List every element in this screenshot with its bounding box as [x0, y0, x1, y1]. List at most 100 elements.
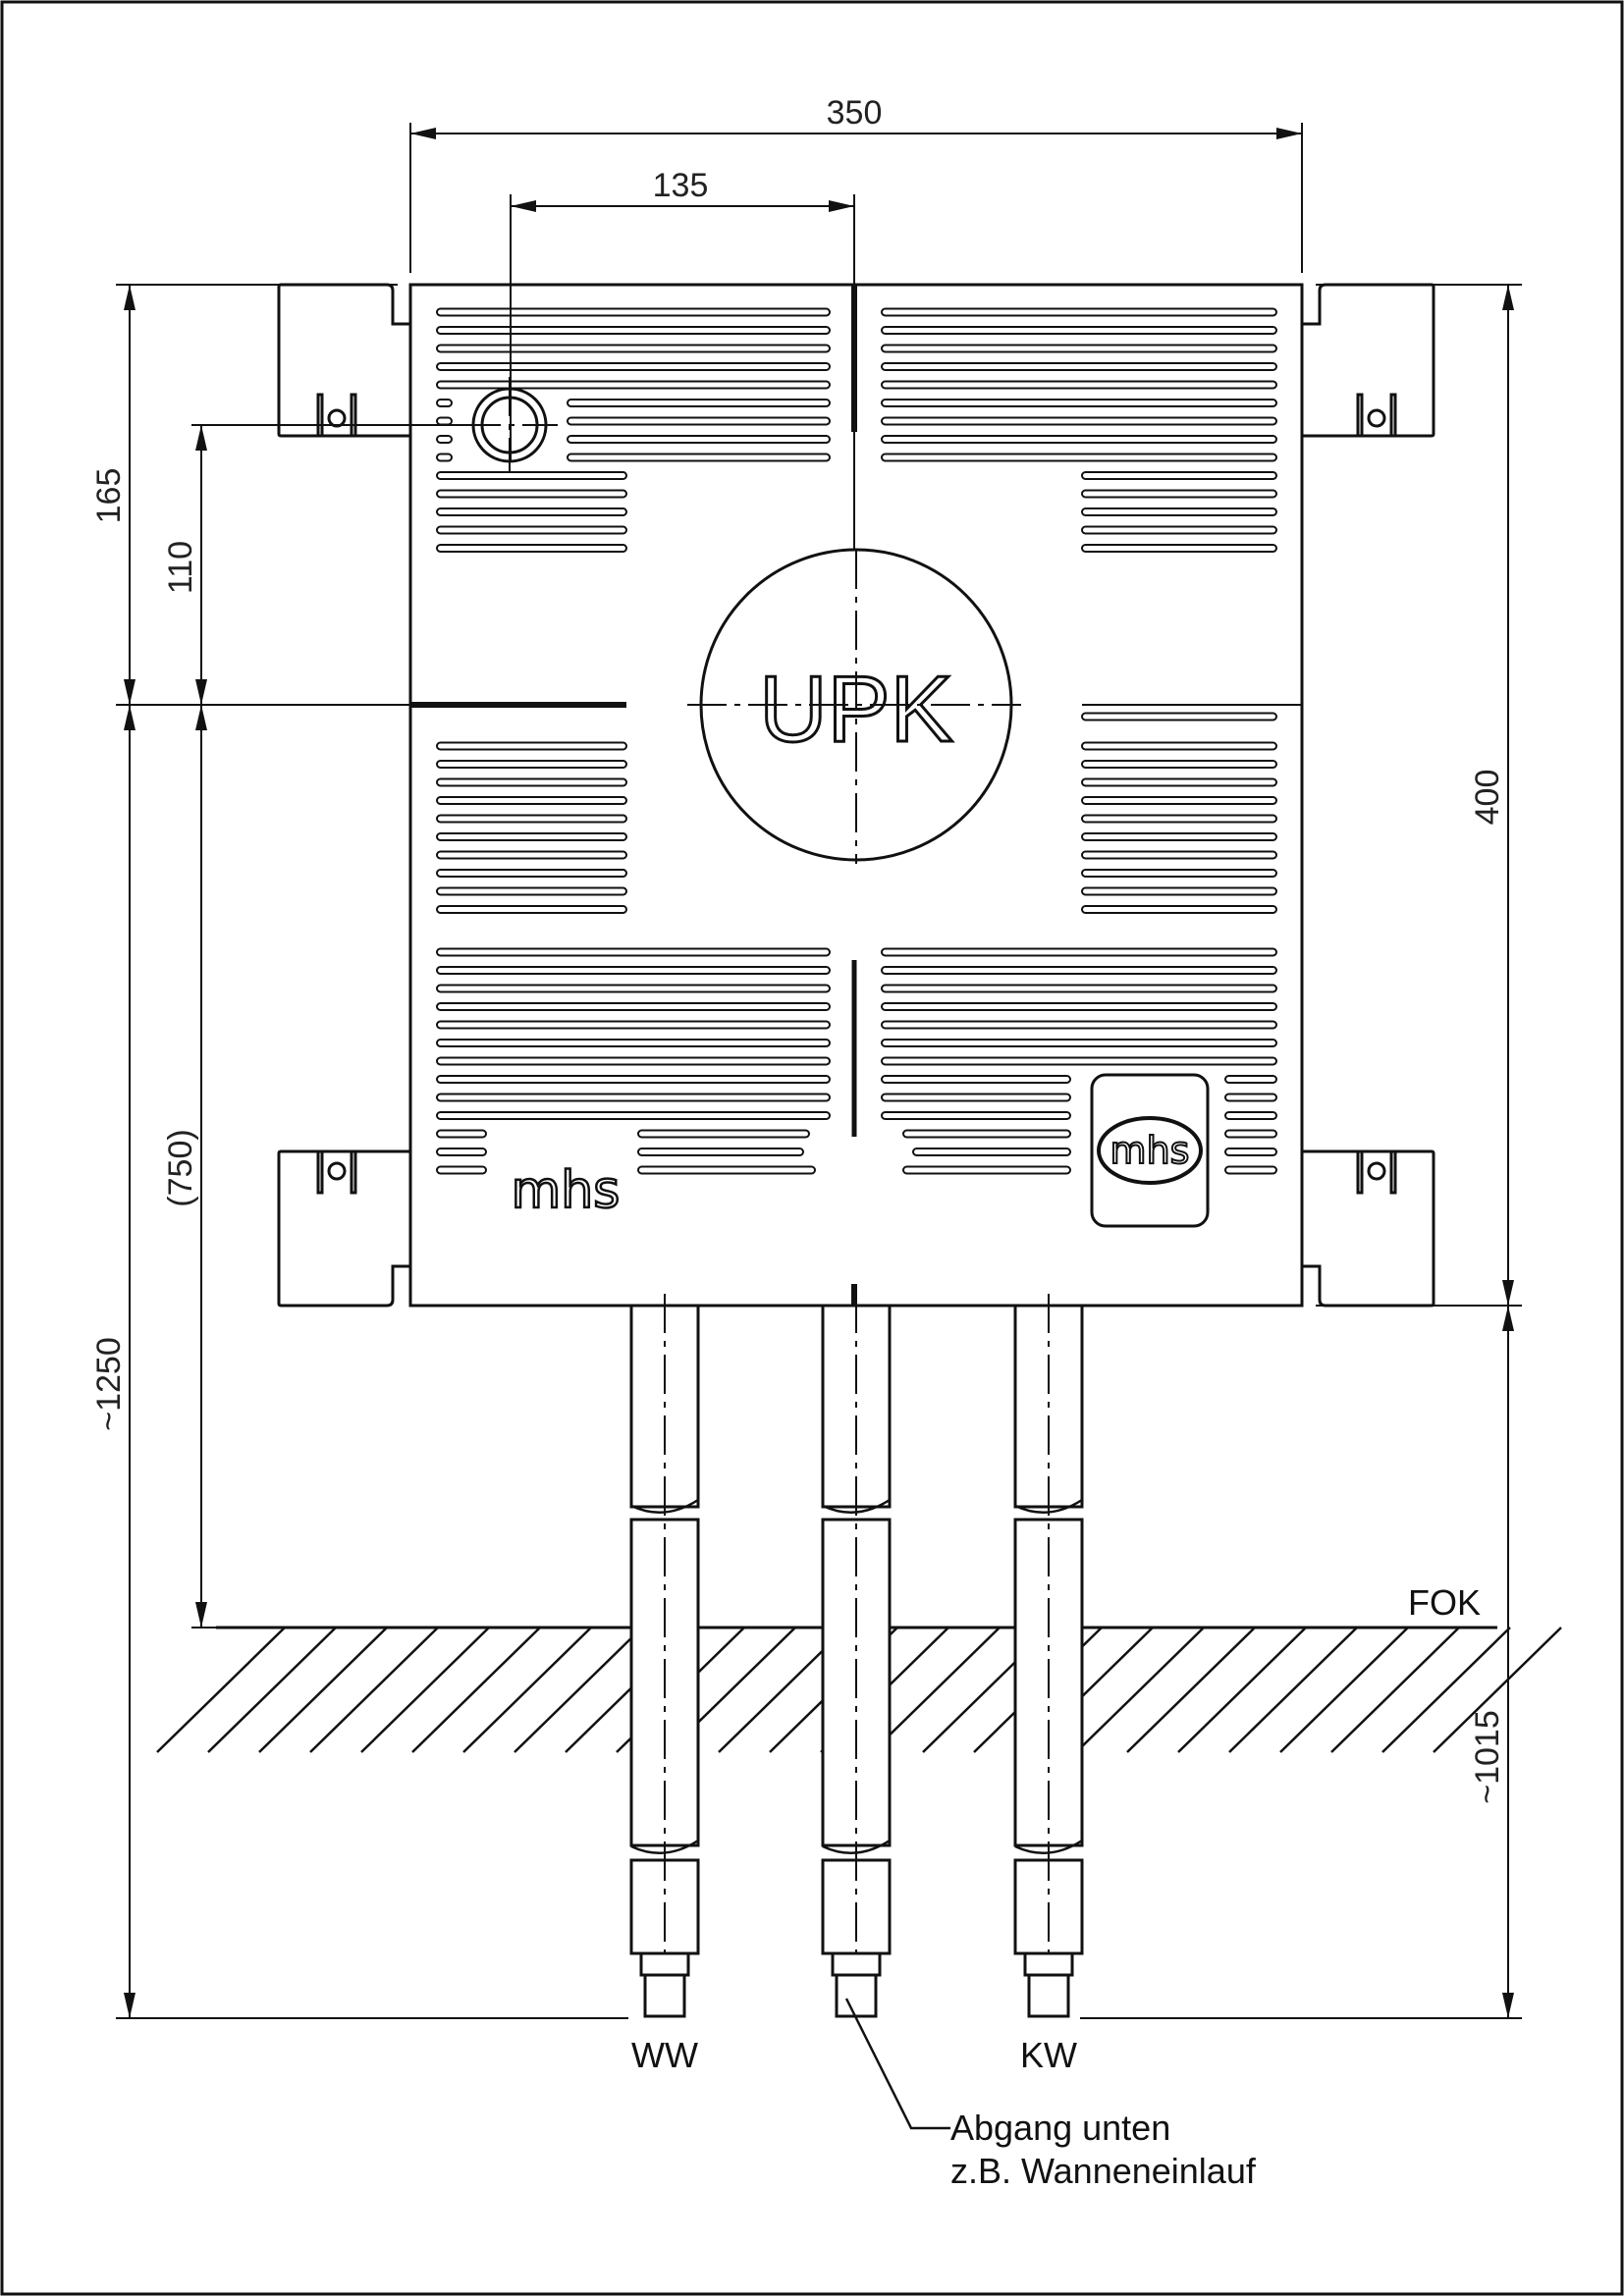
slot: [881, 344, 1277, 353]
bracket-slot2-top-right: [1389, 393, 1397, 438]
arrow-110-top: [195, 425, 207, 451]
arrow-1015-top: [1502, 1306, 1514, 1331]
outlet-label-line1: Abgang unten: [950, 2108, 1170, 2148]
arrow-1250-top: [124, 705, 135, 730]
bracket-slot2-bottom-right: [1389, 1149, 1397, 1195]
hatch-line: [1075, 1627, 1205, 1753]
arrow-135-left: [511, 200, 536, 212]
slot: [1081, 850, 1277, 860]
arrow-165-top: [124, 285, 135, 310]
slot: [436, 905, 627, 914]
hatch-line: [309, 1627, 439, 1753]
pipe-1: [821, 1294, 892, 2022]
slot: [436, 1020, 831, 1030]
pipe-2: [1013, 1294, 1084, 2022]
hatch-line: [462, 1627, 592, 1753]
slot: [1081, 760, 1277, 769]
slot: [1081, 741, 1277, 751]
dim-1015-text: ~1015: [1469, 1710, 1506, 1804]
hatch-line: [514, 1627, 643, 1753]
slot: [1081, 712, 1277, 721]
slot: [1081, 471, 1277, 480]
hatch-line: [1177, 1627, 1307, 1753]
hatch-line: [360, 1627, 490, 1753]
slot: [436, 380, 831, 390]
bracket-bottom-left: [277, 1149, 412, 1308]
slot: [902, 1129, 1071, 1139]
dim-165-text: 165: [90, 468, 128, 524]
hatch-line: [411, 1627, 541, 1753]
hatch-line: [1126, 1627, 1256, 1753]
pipes: [629, 1294, 1084, 2022]
floor-label: FOK: [1408, 1582, 1481, 1623]
slot: [567, 416, 831, 426]
slot: [436, 507, 627, 516]
slot: [436, 453, 453, 462]
slot: [881, 1039, 1277, 1047]
slot: [881, 326, 1277, 335]
slot: [1081, 525, 1277, 535]
bracket-slot-top-left: [316, 393, 324, 438]
hatch-line: [258, 1627, 388, 1753]
slot: [436, 796, 627, 805]
badge-logo: mhs: [1110, 1129, 1190, 1172]
dim-1250-text: ~1250: [90, 1337, 128, 1431]
slot: [881, 416, 1277, 426]
hatch-line: [1330, 1627, 1460, 1753]
slot: [436, 966, 831, 975]
dim-400-text: 400: [1469, 770, 1506, 826]
pipe-fitting-upper: [1023, 1951, 1074, 1977]
slot: [881, 307, 1277, 317]
hatch-line: [207, 1627, 337, 1753]
slot: [912, 1148, 1071, 1156]
slot: [436, 399, 453, 407]
slot: [1224, 1075, 1277, 1084]
pipe-segment: [821, 1304, 892, 1509]
slot: [637, 1165, 816, 1175]
bracket-bottom-right: [1300, 1149, 1435, 1308]
slot: [436, 850, 627, 860]
slot: [436, 984, 831, 993]
slot: [436, 435, 453, 444]
slot: [881, 435, 1277, 444]
slot: [436, 814, 627, 824]
slot: [436, 886, 627, 896]
slot: [436, 344, 831, 353]
bracket-slot-bottom-left: [316, 1149, 324, 1195]
slot: [436, 741, 627, 751]
pipe-fitting-lower: [643, 1973, 686, 2018]
bracket-slot2-bottom-left: [350, 1149, 357, 1195]
slot: [1081, 544, 1277, 553]
slot: [1224, 1093, 1277, 1102]
bracket-hole-bottom-left: [327, 1161, 347, 1181]
slot: [436, 1056, 831, 1066]
slot: [881, 362, 1277, 371]
slot: [436, 760, 627, 769]
slot: [881, 1020, 1277, 1030]
dim-110-text: 110: [162, 541, 199, 594]
slot: [567, 435, 831, 444]
slot: [436, 416, 453, 426]
slot: [881, 1093, 1071, 1102]
slot: [881, 453, 1277, 462]
arrow-750-bottom: [195, 1602, 207, 1628]
slot: [436, 947, 831, 957]
slot: [1081, 507, 1277, 516]
warm-water-label: WW: [631, 2035, 698, 2075]
arrow-350-left: [410, 128, 436, 139]
hatch-line: [1433, 1627, 1562, 1753]
pipe-fitting-lower: [835, 1973, 878, 2018]
bracket-top-right: [1300, 283, 1435, 438]
dimension-lines: [116, 123, 1522, 2019]
slot-pattern: [436, 307, 1277, 1175]
slot: [436, 1075, 831, 1084]
arrow-400-top: [1502, 285, 1514, 310]
slot: [436, 777, 627, 787]
slot: [881, 1056, 1277, 1066]
slot: [881, 1002, 1277, 1011]
slot: [436, 832, 627, 841]
slot: [1081, 832, 1277, 841]
slot: [881, 947, 1277, 957]
slot: [567, 453, 831, 462]
slot: [637, 1148, 804, 1156]
